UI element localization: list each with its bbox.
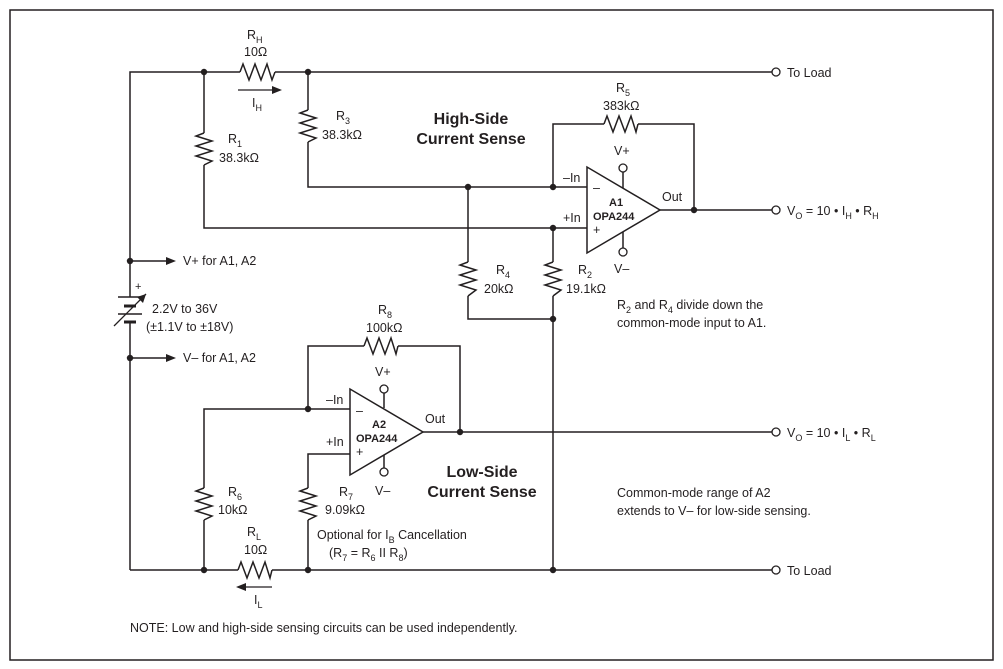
a1-out-label: Out bbox=[662, 190, 683, 204]
to-load-bottom: To Load bbox=[787, 564, 832, 578]
label-r8: R8 bbox=[378, 303, 392, 320]
a2-out-label: Out bbox=[425, 412, 446, 426]
label-r7: R7 bbox=[339, 485, 353, 502]
resistor-r6 bbox=[193, 487, 215, 521]
cm-range-line1: Common-mode range of A2 bbox=[617, 486, 771, 500]
arrow-il-head bbox=[236, 583, 246, 591]
a1-op-plus: + bbox=[593, 223, 600, 237]
resistors bbox=[193, 61, 639, 581]
a2-op-plus: + bbox=[356, 445, 363, 459]
value-r7: 9.09kΩ bbox=[325, 503, 365, 517]
value-r6: 10kΩ bbox=[218, 503, 248, 517]
supply-range-label: 2.2V to 36V bbox=[152, 302, 218, 316]
value-r5: 383kΩ bbox=[603, 99, 639, 113]
junction-dots bbox=[126, 68, 698, 574]
label-il: IL bbox=[254, 593, 263, 610]
low-side-title-line2: Current Sense bbox=[427, 484, 536, 501]
vo-high-side: VO = 10 • IH • RH bbox=[787, 204, 879, 221]
a1-minus-in-label: –In bbox=[563, 171, 580, 185]
to-load-top: To Load bbox=[787, 66, 832, 80]
note-r2-r4-line1: R2 and R4 divide down the bbox=[617, 298, 763, 315]
value-r4: 20kΩ bbox=[484, 282, 514, 296]
wires bbox=[129, 71, 772, 571]
vminus-for-label: V– for A1, A2 bbox=[183, 351, 256, 365]
value-rl: 10Ω bbox=[244, 543, 267, 557]
arrow-vminus bbox=[166, 354, 176, 362]
resistor-rh bbox=[239, 61, 276, 83]
value-r2: 19.1kΩ bbox=[566, 282, 606, 296]
a2-minus-in-label: –In bbox=[326, 393, 343, 407]
label-r6: R6 bbox=[228, 485, 242, 502]
supply-split-label: (±1.1V to ±18V) bbox=[146, 320, 233, 334]
optional-ib-line1: Optional for IB Cancellation bbox=[317, 528, 467, 545]
vplus-for-label: V+ for A1, A2 bbox=[183, 254, 256, 268]
arrow-ih-head bbox=[272, 86, 282, 94]
resistor-r8 bbox=[363, 335, 399, 357]
label-rl: RL bbox=[247, 525, 261, 542]
value-r8: 100kΩ bbox=[366, 321, 402, 335]
label-rh: RH bbox=[247, 28, 263, 45]
a2-op-minus: – bbox=[356, 404, 363, 418]
resistor-rl bbox=[237, 559, 273, 581]
a1-vplus-label: V+ bbox=[614, 144, 630, 158]
a2-vminus-label: V– bbox=[375, 484, 390, 498]
resistor-r5 bbox=[603, 113, 639, 135]
high-side-title-line1: High-Side bbox=[434, 111, 509, 128]
a2-plus-in-label: +In bbox=[326, 435, 344, 449]
battery-plus-sign: + bbox=[135, 281, 141, 293]
label-r1: R1 bbox=[228, 132, 242, 149]
label-ih: IH bbox=[252, 96, 262, 113]
high-side-title-line2: Current Sense bbox=[416, 131, 525, 148]
terminal-circles bbox=[771, 67, 781, 575]
value-r1: 38.3kΩ bbox=[219, 151, 259, 165]
a1-plus-in-label: +In bbox=[563, 211, 581, 225]
resistor-r1 bbox=[193, 132, 215, 166]
a2-vplus-label: V+ bbox=[375, 365, 391, 379]
label-r5: R5 bbox=[616, 81, 630, 98]
a1-name: A1 bbox=[609, 197, 623, 209]
resistor-r7 bbox=[297, 487, 319, 521]
arrow-vplus bbox=[166, 257, 176, 265]
vo-low-side: VO = 10 • IL • RL bbox=[787, 426, 876, 443]
low-side-title-line1: Low-Side bbox=[446, 464, 517, 481]
resistor-r4 bbox=[457, 261, 479, 297]
note-r2-r4-line2: common-mode input to A1. bbox=[617, 316, 766, 330]
label-r4: R4 bbox=[496, 263, 510, 280]
optional-ib-line2: (R7 = R6 II R8) bbox=[329, 546, 408, 563]
value-rh: 10Ω bbox=[244, 45, 267, 59]
opamp-a1 bbox=[586, 165, 662, 255]
opamp-a2 bbox=[349, 387, 425, 477]
a2-part: OPA244 bbox=[356, 433, 398, 445]
a2-name: A2 bbox=[372, 419, 386, 431]
battery-variable-arrowhead bbox=[137, 294, 146, 303]
footnote: NOTE: Low and high-side sensing circuits… bbox=[130, 621, 518, 635]
label-r2: R2 bbox=[578, 263, 592, 280]
label-r3: R3 bbox=[336, 109, 350, 126]
cm-range-line2: extends to V– for low-side sensing. bbox=[617, 504, 811, 518]
resistor-r2 bbox=[542, 261, 564, 297]
a1-vminus-label: V– bbox=[614, 262, 629, 276]
value-r3: 38.3kΩ bbox=[322, 128, 362, 142]
supply-pin-circles bbox=[379, 163, 628, 477]
a1-part: OPA244 bbox=[593, 211, 635, 223]
figure-border bbox=[9, 9, 994, 661]
a1-op-minus: – bbox=[593, 181, 600, 195]
resistor-r3 bbox=[297, 109, 319, 143]
